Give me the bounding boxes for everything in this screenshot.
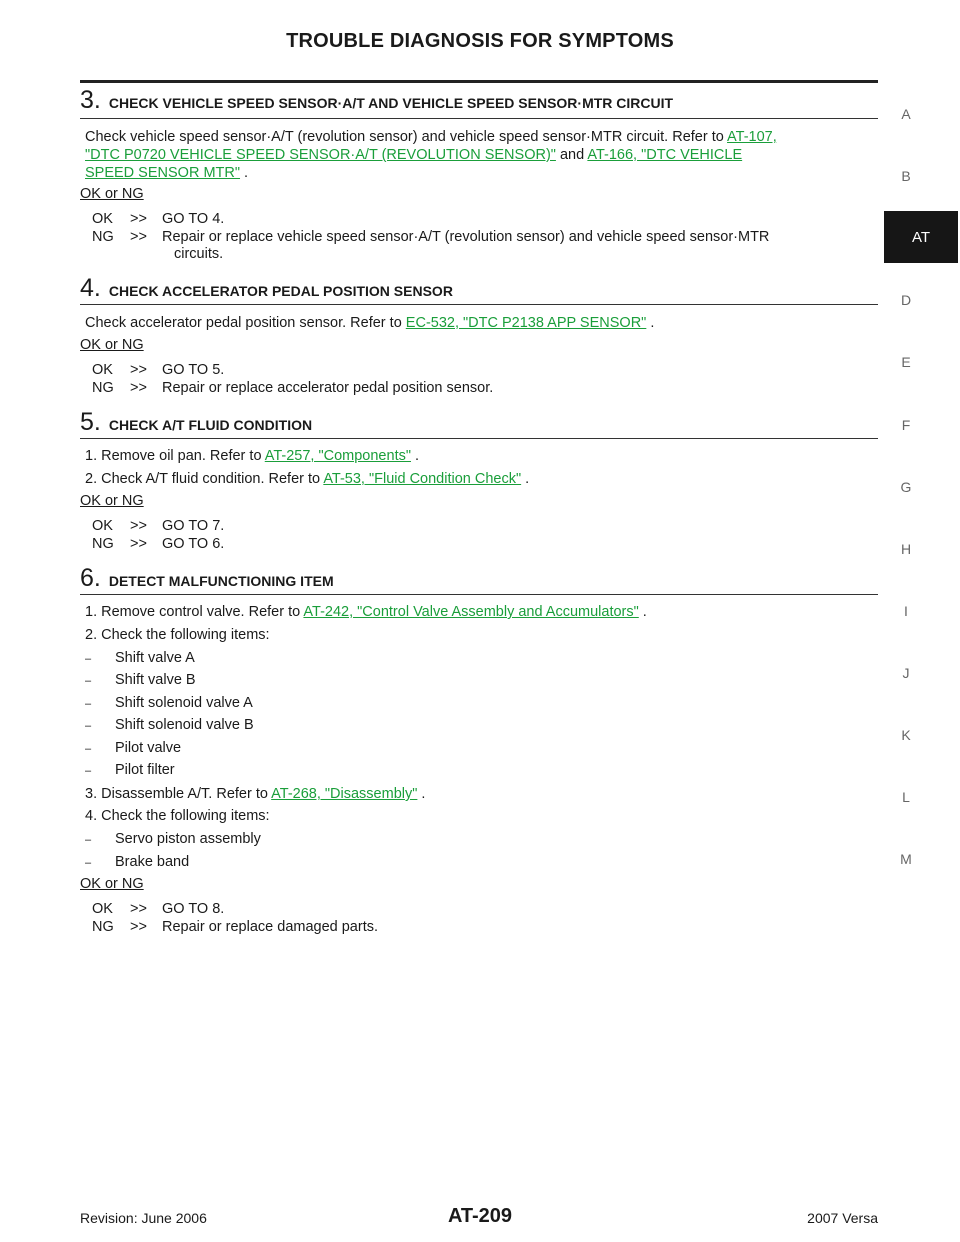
- index-tab-at-active[interactable]: AT: [884, 211, 958, 263]
- step-divider: [80, 304, 878, 305]
- sub-list-item: –Servo piston assembly: [85, 831, 261, 847]
- result-ng: NG>>Repair or replace vehicle speed sens…: [92, 229, 770, 245]
- step-title: CHECK ACCELERATOR PEDAL POSITION SENSOR: [108, 283, 453, 299]
- link-speed-sensor-mtr[interactable]: SPEED SENSOR MTR": [85, 165, 241, 181]
- step-title: CHECK A/T FLUID CONDITION: [108, 417, 313, 433]
- sub-list-item: –Brake band: [85, 854, 190, 870]
- ok-or-ng-label: OK or NG: [80, 876, 144, 892]
- index-letter-h[interactable]: H: [900, 541, 912, 557]
- list-item: 3. Disassemble A/T. Refer to AT-268, "Di…: [85, 786, 426, 802]
- ok-or-ng-label: OK or NG: [80, 337, 144, 353]
- index-letter-a[interactable]: A: [901, 106, 911, 122]
- index-letter-d[interactable]: D: [900, 292, 912, 308]
- sub-list-item: –Pilot filter: [85, 762, 175, 778]
- step-number: 5.: [80, 408, 101, 436]
- result-ok: OK>>GO TO 4.: [92, 211, 225, 227]
- sub-list-item: –Shift solenoid valve B: [85, 717, 254, 733]
- step-3-description: Check vehicle speed sensor·A/T (revoluti…: [85, 129, 777, 181]
- sub-list-item: –Shift valve B: [85, 672, 196, 688]
- result-ok: OK>>GO TO 8.: [92, 901, 225, 917]
- page-title: TROUBLE DIAGNOSIS FOR SYMPTOMS: [286, 30, 674, 52]
- step-title: DETECT MALFUNCTIONING ITEM: [108, 573, 334, 589]
- index-letter-g[interactable]: G: [900, 479, 912, 495]
- title-divider: [80, 80, 878, 83]
- result-ng: NG>>Repair or replace accelerator pedal …: [92, 380, 494, 396]
- step-3-heading: 3. CHECK VEHICLE SPEED SENSOR·A/T AND VEH…: [80, 86, 878, 115]
- model-name: 2007 Versa: [807, 1210, 878, 1226]
- list-item: 2. Check the following items:: [85, 627, 270, 643]
- index-letter-j[interactable]: J: [902, 665, 910, 681]
- link-at-107[interactable]: AT-107,: [727, 129, 777, 145]
- link-dtc-p0720[interactable]: "DTC P0720 VEHICLE SPEED SENSOR·A/T (REV…: [85, 147, 556, 163]
- index-letter-k[interactable]: K: [901, 727, 911, 743]
- list-item: 1. Remove control valve. Refer to AT-242…: [85, 604, 647, 620]
- list-item: 2. Check A/T fluid condition. Refer to A…: [85, 471, 530, 487]
- step-divider: [80, 594, 878, 595]
- step-divider: [80, 118, 878, 119]
- step-4-description: Check accelerator pedal position sensor.…: [85, 315, 655, 331]
- index-letter-e[interactable]: E: [901, 354, 911, 370]
- index-letter-l[interactable]: L: [902, 789, 910, 805]
- sub-list-item: –Shift valve A: [85, 650, 195, 666]
- step-number: 4.: [80, 274, 101, 302]
- step-5-heading: 5. CHECK A/T FLUID CONDITION: [80, 408, 878, 437]
- link-at-166[interactable]: AT-166, "DTC VEHICLE: [587, 147, 743, 163]
- link-at-242[interactable]: AT-242, "Control Valve Assembly and Accu…: [303, 604, 639, 620]
- revision-date: Revision: June 2006: [80, 1210, 207, 1226]
- page-number: AT-209: [447, 1205, 513, 1227]
- index-letter-i[interactable]: I: [904, 603, 908, 619]
- index-letter-b[interactable]: B: [901, 168, 911, 184]
- index-letter-f[interactable]: F: [901, 417, 911, 433]
- link-at-53[interactable]: AT-53, "Fluid Condition Check": [323, 471, 522, 487]
- list-item: 1. Remove oil pan. Refer to AT-257, "Com…: [85, 448, 420, 464]
- step-4-heading: 4. CHECK ACCELERATOR PEDAL POSITION SENSO…: [80, 274, 878, 303]
- index-tab-label: AT: [911, 228, 931, 246]
- result-ok: OK>>GO TO 7.: [92, 518, 225, 534]
- step-divider: [80, 438, 878, 439]
- sub-list-item: –Pilot valve: [85, 740, 182, 756]
- ok-or-ng-label: OK or NG: [80, 493, 144, 509]
- ok-or-ng-label: OK or NG: [80, 186, 144, 202]
- list-item: 4. Check the following items:: [85, 808, 270, 824]
- index-letter-m[interactable]: M: [900, 851, 912, 867]
- link-at-257[interactable]: AT-257, "Components": [264, 448, 411, 464]
- result-ok: OK>>GO TO 5.: [92, 362, 225, 378]
- link-ec-532[interactable]: EC-532, "DTC P2138 APP SENSOR": [405, 315, 647, 331]
- link-at-268[interactable]: AT-268, "Disassembly": [271, 786, 418, 802]
- step-number: 3.: [80, 86, 101, 114]
- step-number: 6.: [80, 564, 101, 592]
- sub-list-item: –Shift solenoid valve A: [85, 695, 253, 711]
- result-ng: NG>>Repair or replace damaged parts.: [92, 919, 379, 935]
- step-title: CHECK VEHICLE SPEED SENSOR·A/T AND VEHIC…: [108, 95, 674, 111]
- step-6-heading: 6. DETECT MALFUNCTIONING ITEM: [80, 564, 878, 593]
- result-ng: NG>>GO TO 6.: [92, 536, 225, 552]
- result-ng-continued: circuits.: [174, 246, 224, 262]
